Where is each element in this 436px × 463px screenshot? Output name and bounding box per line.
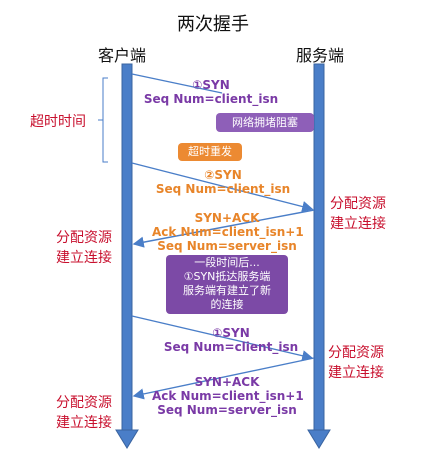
client-timeline — [115, 63, 139, 449]
syn1-delayed-label-line2: Seq Num=client_isn — [163, 340, 299, 354]
client-alloc-1-line1: 分配资源 — [56, 230, 112, 246]
client-alloc-2: 分配资源 建立连接 — [56, 393, 112, 433]
note-line1: 一段时间后... — [194, 256, 260, 269]
syn2-label-line1: ②SYN — [204, 168, 242, 182]
client-alloc-2-line2: 建立连接 — [56, 415, 112, 431]
note-line2: ①SYN抵达服务端 — [183, 270, 271, 283]
synack1-label-line2: Ack Num=client_isn+1 — [152, 225, 304, 239]
server-alloc-1: 分配资源 建立连接 — [330, 194, 386, 234]
synack1-label-line1: SYN+ACK — [194, 211, 260, 225]
diagram-title: 两次握手 — [177, 14, 249, 35]
syn2-label-line2: Seq Num=client_isn — [155, 182, 291, 196]
synack2-label-line1: SYN+ACK — [194, 375, 260, 389]
server-alloc-2-line1: 分配资源 — [328, 345, 384, 361]
congestion-box: 网络拥堵阻塞 — [216, 113, 314, 132]
syn1-delayed-label: ①SYN Seq Num=client_isn — [156, 326, 306, 354]
server-alloc-1-line2: 建立连接 — [330, 216, 386, 232]
syn2-label: ②SYN Seq Num=client_isn — [148, 168, 298, 196]
syn1-delayed-arrow — [131, 315, 314, 362]
timeout-bracket — [98, 77, 108, 163]
synack2-arrow — [132, 357, 315, 400]
server-alloc-2: 分配资源 建立连接 — [328, 343, 384, 383]
synack1-label-line3: Seq Num=server_isn — [157, 239, 297, 253]
server-alloc-2-line2: 建立连接 — [328, 365, 384, 381]
syn2-arrow — [131, 162, 314, 212]
synack2-label-line2: Ack Num=client_isn+1 — [152, 389, 304, 403]
synack2-label: SYN+ACK Ack Num=client_isn+1 Seq Num=ser… — [152, 375, 304, 417]
server-alloc-1-line1: 分配资源 — [330, 196, 386, 212]
note-line4: 的连接 — [210, 298, 244, 311]
client-label: 客户端 — [98, 46, 147, 65]
syn1-label-line2: Seq Num=client_isn — [143, 92, 279, 106]
client-alloc-1: 分配资源 建立连接 — [56, 228, 112, 268]
syn1-label: ①SYN Seq Num=client_isn — [136, 78, 286, 106]
note-box: 一段时间后... ①SYN抵达服务端 服务端有建立了新 的连接 — [166, 255, 288, 314]
server-timeline — [307, 63, 331, 449]
syn1-lost-arrow — [131, 73, 223, 94]
synack1-arrow — [132, 209, 315, 248]
timeout-label: 超时时间 — [30, 114, 86, 130]
retransmit-box: 超时重发 — [178, 143, 242, 161]
client-alloc-1-line2: 建立连接 — [56, 250, 112, 266]
syn1-label-line1: ①SYN — [192, 78, 230, 92]
server-label: 服务端 — [296, 46, 345, 65]
synack1-label: SYN+ACK Ack Num=client_isn+1 Seq Num=ser… — [152, 211, 304, 253]
synack2-label-line3: Seq Num=server_isn — [157, 403, 297, 417]
syn1-delayed-label-line1: ①SYN — [212, 326, 250, 340]
client-alloc-2-line1: 分配资源 — [56, 395, 112, 411]
note-line3: 服务端有建立了新 — [183, 284, 271, 297]
